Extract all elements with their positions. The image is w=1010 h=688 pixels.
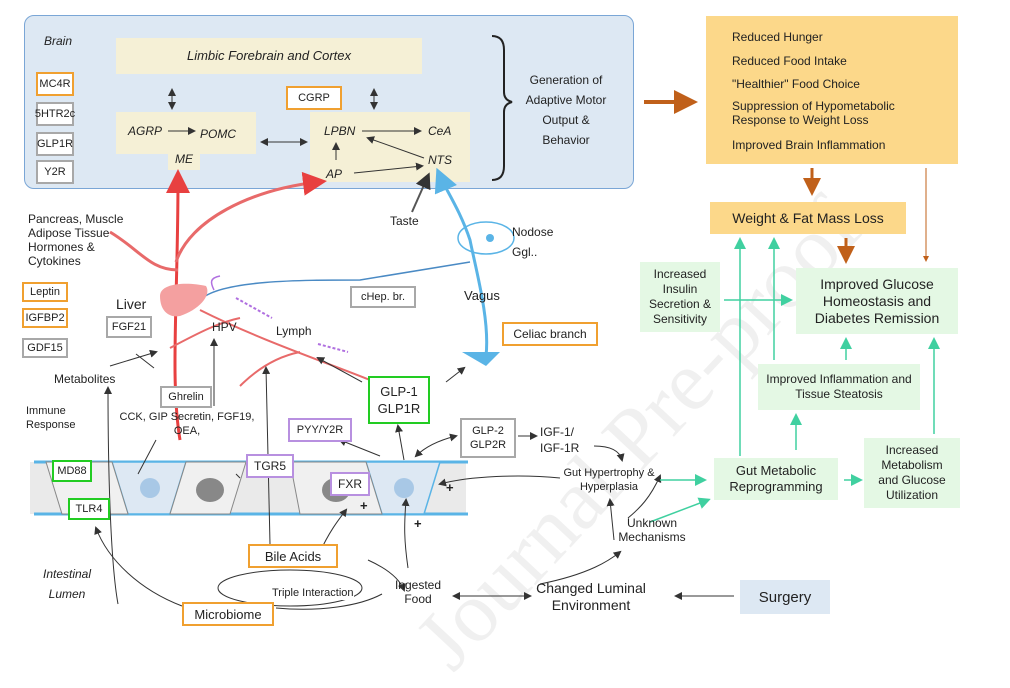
pyy-box: PYY/Y2R (288, 418, 352, 442)
cea-label: CeA (428, 124, 452, 138)
inflammation-box: Improved Inflammation and Tissue Steatos… (758, 364, 920, 410)
igfbp2-box: IGFBP2 (22, 308, 68, 328)
bile-acids-box: Bile Acids (248, 544, 338, 568)
outcome-item: Reduced Hunger (732, 30, 823, 44)
plus-sign: + (360, 498, 368, 513)
ghrelin-box: Ghrelin (160, 386, 212, 408)
triple-interaction-label: Triple Interaction (272, 586, 354, 600)
adaptive-output-text: Generation of Adaptive Motor Output & Be… (525, 73, 607, 147)
intestinal-lumen-label: Intestinal Lumen (42, 567, 92, 601)
md88-box: MD88 (52, 460, 92, 482)
lpbn-label: LPBN (324, 124, 356, 138)
chep-box: cHep. br. (350, 286, 416, 308)
ap-label: AP (326, 167, 343, 181)
glp1-box: GLP-1 GLP1R (368, 376, 430, 424)
tgr5-box: TGR5 (246, 454, 294, 478)
limbic-box: Limbic Forebrain and Cortex (116, 38, 422, 74)
luminal-label: Changed Luminal Environment (536, 580, 646, 613)
cgrp-box: CGRP (286, 86, 342, 110)
receptor-glp1r: GLP1R (36, 132, 74, 156)
immune-label: Immune Response (26, 405, 76, 431)
lymph-label: Lymph (276, 324, 312, 338)
outcome-item: Suppression of Hypometabolic Response to… (732, 99, 895, 127)
nodose-label: Nodose Ggl.. (512, 225, 554, 259)
glp2-box: GLP-2 GLP2R (460, 418, 516, 458)
plus-sign: + (446, 480, 454, 495)
ingested-food-label: Ingested Food (394, 578, 442, 606)
microbiome-box: Microbiome (182, 602, 274, 626)
metabolism-box: Increased Metabolism and Glucose Utiliza… (864, 438, 960, 508)
hormones-label: CCK, GIP Secretin, FGF19, OEA, (119, 411, 255, 437)
hypothalamus-box (116, 112, 256, 154)
brain-title: Brain (44, 34, 73, 48)
hpv-label: HPV (212, 320, 237, 334)
celiac-box: Celiac branch (502, 322, 598, 346)
fxr-box: FXR (330, 472, 370, 496)
pancreas-label: Pancreas, Muscle Adipose Tissue Hormones… (28, 212, 124, 268)
outcome-item: "Healthier" Food Choice (732, 77, 860, 91)
receptor-5htr2c: 5HTR2c (35, 102, 75, 126)
liver-label: Liver (116, 296, 147, 312)
pomc-label: POMC (200, 127, 236, 141)
outcome-item: Reduced Food Intake (732, 54, 847, 68)
unknown-mechanisms-label: Unknown Mechanisms (618, 516, 686, 544)
surgery-box: Surgery (740, 580, 830, 614)
leptin-box: Leptin (22, 282, 68, 302)
weight-loss-box: Weight & Fat Mass Loss (710, 202, 906, 234)
nts-label: NTS (428, 153, 452, 167)
metabolites-label: Metabolites (54, 372, 116, 386)
gut-reprogramming-box: Gut Metabolic Reprogramming (714, 458, 838, 500)
agrp-label: AGRP (128, 124, 163, 138)
tlr4-box: TLR4 (68, 498, 110, 520)
outcome-item: Improved Brain Inflammation (732, 138, 886, 152)
glucose-box: Improved Glucose Homeostasis and Diabete… (796, 268, 958, 334)
me-label: ME (168, 152, 200, 170)
plus-sign: + (414, 516, 422, 531)
insulin-box: Increased Insulin Secretion & Sensitivit… (640, 262, 720, 332)
receptor-mc4r: MC4R (36, 72, 74, 96)
fgf21-box: FGF21 (106, 316, 152, 338)
outcomes-panel: Reduced Hunger Reduced Food Intake "Heal… (706, 16, 958, 164)
igf-label: IGF-1/ IGF-1R (540, 425, 580, 455)
gdf15-box: GDF15 (22, 338, 68, 358)
hypertrophy-label: Gut Hypertrophy & Hyperplasia (563, 467, 655, 493)
receptor-y2r: Y2R (36, 160, 74, 184)
vagus-label: Vagus (464, 288, 500, 303)
taste-label: Taste (390, 214, 419, 228)
